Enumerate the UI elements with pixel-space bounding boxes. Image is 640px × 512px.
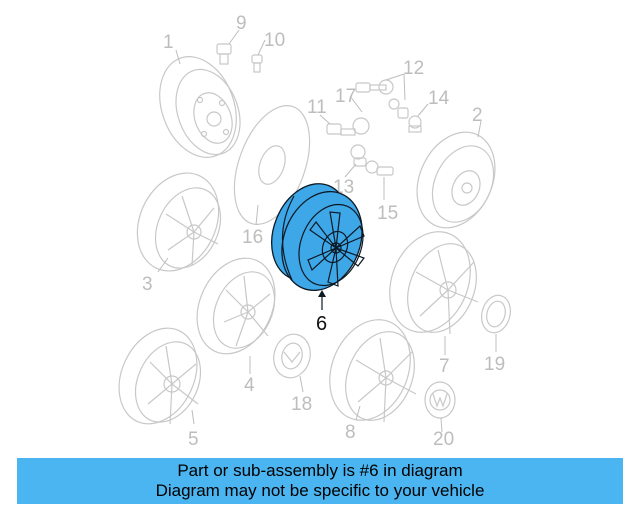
- label-4: 4: [244, 375, 255, 396]
- label-1: 1: [163, 32, 174, 53]
- part-17-bolt[interactable]: [355, 79, 394, 95]
- info-banner: Part or sub-assembly is #6 in diagram Di…: [17, 458, 623, 504]
- label-12: 12: [403, 58, 424, 79]
- part-10-valve[interactable]: [251, 54, 263, 73]
- part-8-alloy-wheel[interactable]: [315, 308, 427, 433]
- label-5: 5: [188, 429, 199, 450]
- label-2: 2: [472, 105, 483, 126]
- part-3-alloy-wheel[interactable]: [122, 160, 234, 285]
- part-16-tire[interactable]: [220, 95, 324, 234]
- part-12-valve[interactable]: [388, 98, 409, 119]
- part-18-hub-cap[interactable]: [269, 330, 315, 382]
- part-4-alloy-wheel[interactable]: [182, 245, 290, 366]
- part-19-center-ring[interactable]: [478, 292, 515, 336]
- label-19: 19: [484, 354, 505, 375]
- label-3: 3: [142, 274, 153, 295]
- part-5-wheel-cover[interactable]: [104, 315, 213, 436]
- part-13-nut[interactable]: [350, 144, 367, 167]
- label-11: 11: [307, 97, 327, 118]
- label-16: 16: [242, 227, 263, 248]
- banner-line-2: Diagram may not be specific to your vehi…: [155, 481, 485, 500]
- part-2-spare-wheel[interactable]: [402, 119, 510, 240]
- label-8: 8: [345, 422, 356, 443]
- part-11-lug-bolt[interactable]: [326, 117, 370, 136]
- label-9: 9: [236, 13, 247, 34]
- label-6: 6: [316, 313, 327, 335]
- label-18: 18: [291, 394, 312, 415]
- label-17: 17: [335, 86, 356, 107]
- part-1-steel-wheel[interactable]: [146, 46, 251, 168]
- label-14: 14: [428, 88, 450, 109]
- part-6-alloy-wheel-highlighted[interactable]: [258, 172, 376, 302]
- label-7: 7: [439, 356, 450, 377]
- label-20: 20: [433, 429, 454, 450]
- part-7-alloy-wheel[interactable]: [375, 220, 489, 345]
- label-15: 15: [377, 203, 398, 224]
- label-10: 10: [264, 30, 285, 51]
- part-14-cap[interactable]: [408, 115, 422, 133]
- part-9-bolt[interactable]: [216, 43, 232, 65]
- part-20-emblem-cap[interactable]: [424, 381, 456, 419]
- part-15-valve-stem[interactable]: [365, 160, 394, 176]
- banner-line-1: Part or sub-assembly is #6 in diagram: [177, 461, 463, 480]
